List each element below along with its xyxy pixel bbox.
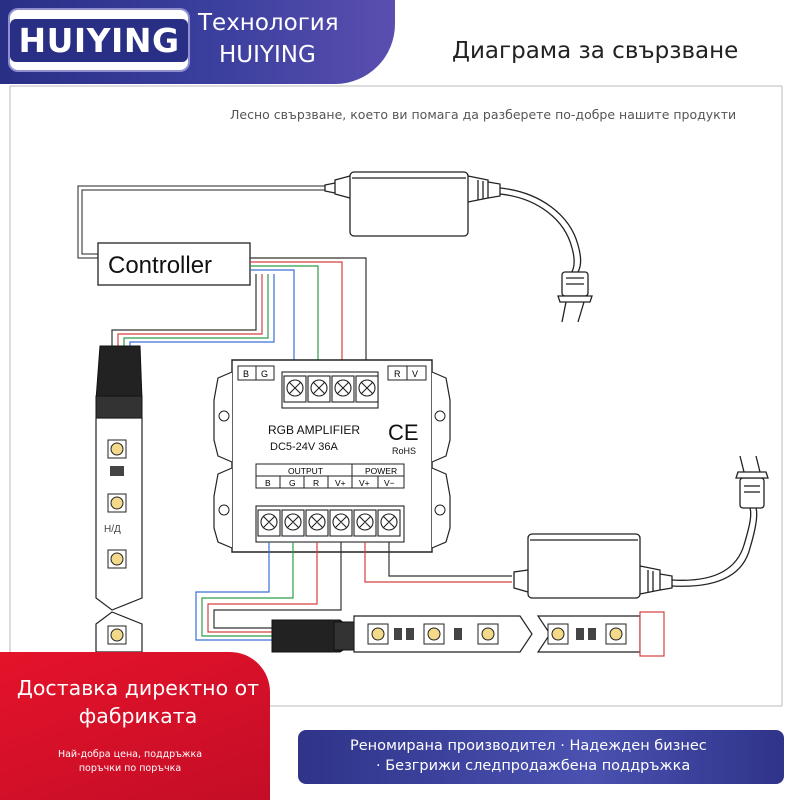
- amplifier-model: RGB AMPLIFIER: [268, 423, 360, 437]
- input-label-g: G: [261, 369, 268, 379]
- output-terminal-label-r: R: [313, 478, 319, 488]
- input-label-r: R: [394, 369, 401, 379]
- controller-to-strip-wires: [111, 274, 275, 346]
- rgb-amplifier: B G R V RGB AMPLIFIER DC5-24V 36A CE RoH…: [213, 359, 451, 553]
- amplifier-to-adapter-wires: [364, 542, 512, 583]
- amplifier-rating: DC5-24V 36A: [270, 441, 339, 453]
- strip-resistor: [406, 628, 414, 640]
- ce-mark: CE: [388, 420, 419, 445]
- top-plug-icon: [557, 271, 593, 323]
- promo-title: Доставка директно от фабриката: [16, 676, 260, 728]
- strip-resistor: [454, 628, 462, 640]
- diagram-frame: [9, 85, 783, 707]
- strip-led: [107, 625, 127, 645]
- page-subtitle: Лесно свързване, което ви помага да разб…: [230, 107, 737, 122]
- bottom-plug-icon: [735, 455, 769, 509]
- controller-label: Controller: [108, 252, 212, 279]
- strip-led: [107, 439, 127, 459]
- power-terminal-label-vplus: V+: [359, 478, 370, 488]
- strip-led: [423, 623, 445, 645]
- strip-resistor: [576, 628, 584, 640]
- bottom-power-adapter: [513, 507, 758, 599]
- bottom-led-strip: [271, 611, 665, 657]
- power-terminal-label-vminus: V−: [384, 478, 395, 488]
- adapter-to-controller-wires: [77, 185, 325, 259]
- promo-subtitle: Най-добра цена, поддръжка поръчки по пор…: [57, 749, 203, 774]
- strip-resistor: [110, 466, 124, 476]
- page-title: Диаграма за свързване: [452, 38, 739, 64]
- controller-box: Controller: [97, 242, 251, 286]
- strip-resistor: [588, 628, 596, 640]
- amplifier-to-strip-wires: [195, 542, 342, 641]
- output-group-label: OUTPUT: [288, 466, 323, 476]
- strip-led: [605, 623, 627, 645]
- feature-line-2: · Безгрижи следпродажбена поддръжка: [376, 758, 691, 774]
- controller-to-amplifier-wires: [250, 257, 367, 378]
- input-label-v: V: [412, 369, 418, 379]
- feature-line-1: Реномирана производител · Надежден бизне…: [350, 738, 707, 754]
- output-terminal-label-vplus: V+: [335, 478, 346, 488]
- output-terminal-block: [255, 505, 405, 543]
- top-power-adapter: [324, 171, 582, 276]
- strip-led: [107, 493, 127, 513]
- strip-led: [477, 623, 499, 645]
- strip-led: [547, 623, 569, 645]
- strip-resistor: [394, 628, 402, 640]
- input-terminal-block: [281, 371, 379, 409]
- brand-subtitle-line-2: HUIYING: [219, 42, 316, 68]
- brand-name: HUIYING: [10, 18, 188, 62]
- output-terminal-label-b: B: [265, 478, 271, 488]
- strip-led: [107, 549, 127, 569]
- strip-led: [367, 623, 389, 645]
- power-group-label: POWER: [365, 466, 397, 476]
- rohs-mark: RoHS: [392, 446, 416, 456]
- features-panel: [298, 730, 784, 784]
- strip-label: Н/Д: [104, 524, 121, 535]
- brand-subtitle-line-1: Технология: [198, 10, 339, 36]
- left-led-strip: Н/Д: [95, 345, 143, 653]
- promo-panel: [0, 652, 270, 800]
- brand-logo: HUIYING: [10, 10, 188, 70]
- input-label-b: B: [243, 369, 249, 379]
- output-terminal-label-g: G: [289, 478, 296, 488]
